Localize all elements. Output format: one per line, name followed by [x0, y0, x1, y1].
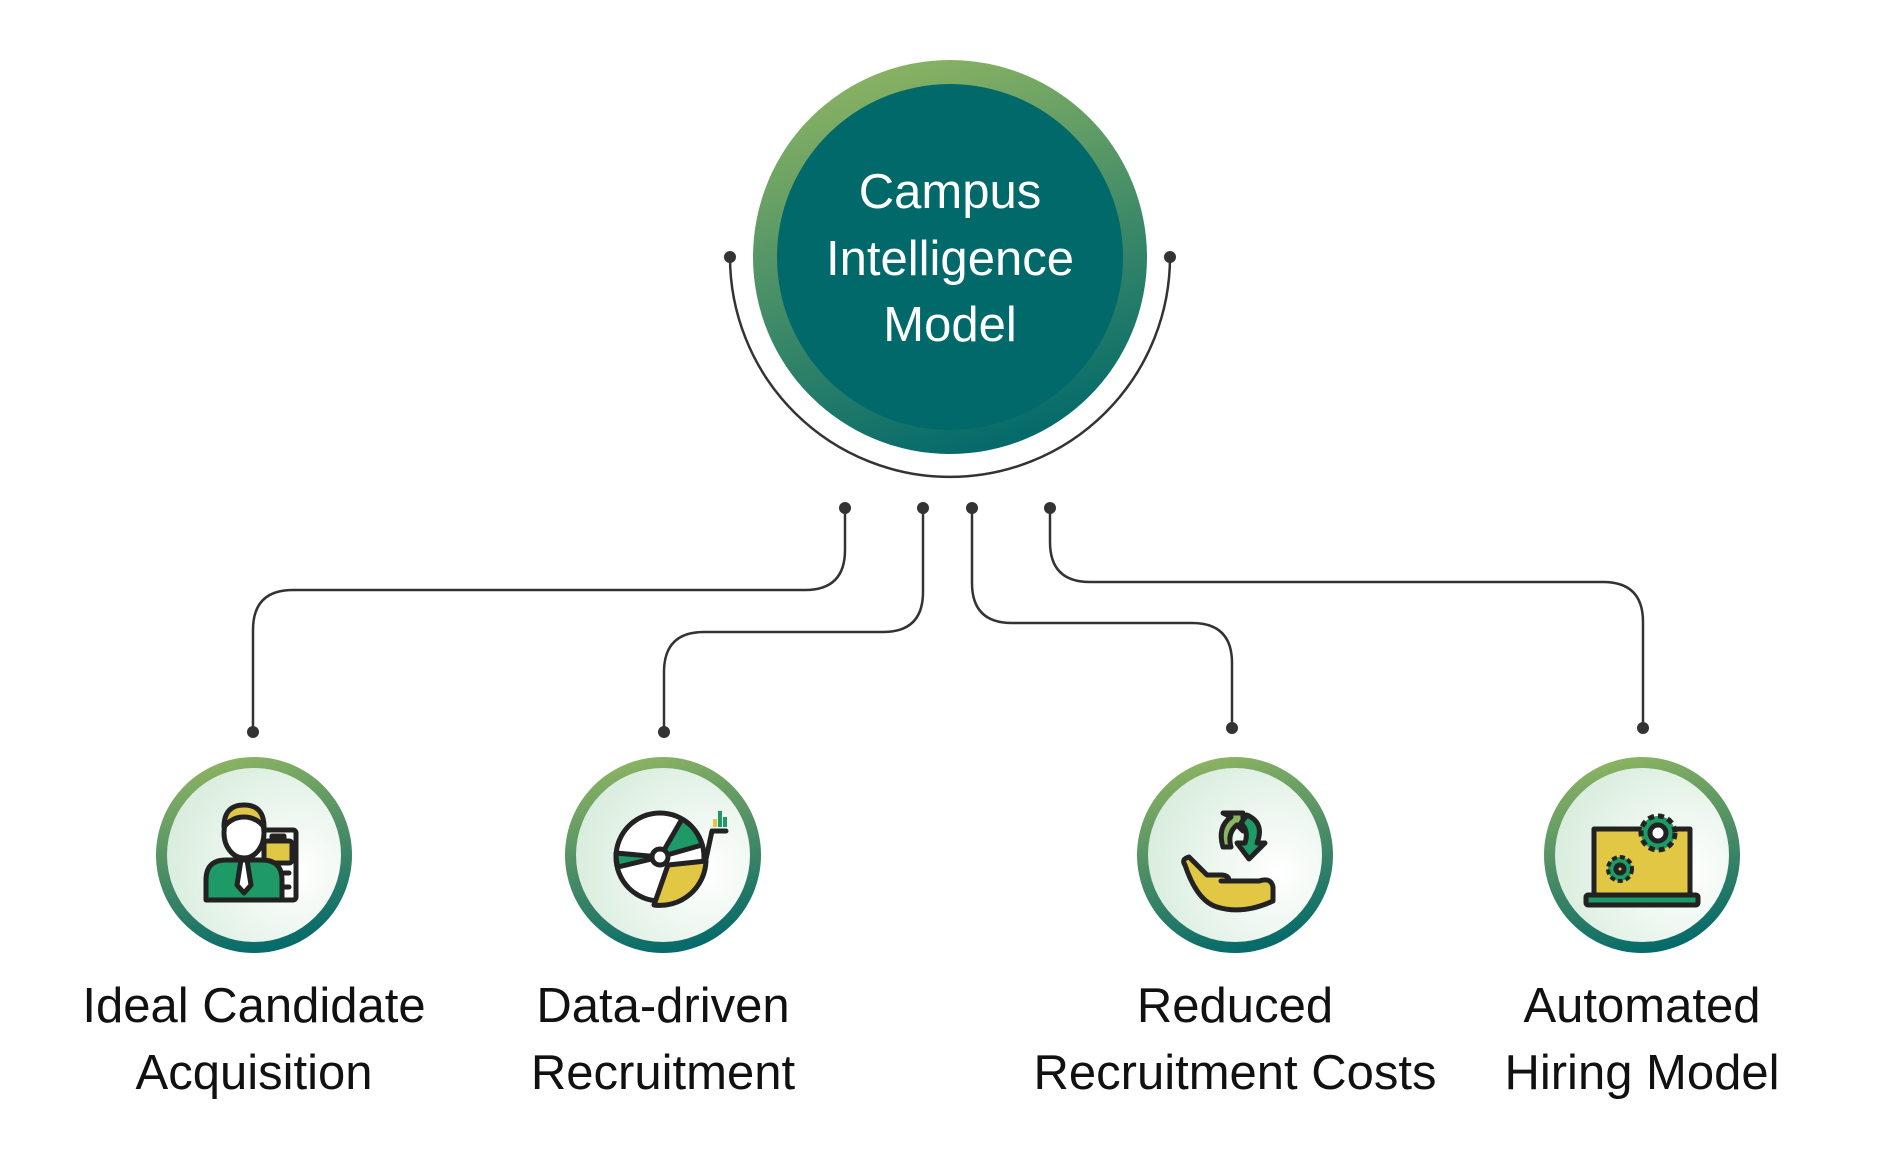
node-label: Hiring Model — [1504, 1046, 1779, 1100]
pie-chart-analytics-icon — [613, 810, 729, 908]
connector-dot — [917, 502, 929, 514]
hand-recycle-savings-icon — [1181, 810, 1276, 913]
connectors — [247, 502, 1649, 738]
connector-dot — [658, 726, 670, 738]
connector-1 — [251, 508, 847, 732]
node-ideal-candidate-acquisition: Ideal Candidate Acquisition — [82, 757, 426, 1100]
node-label: Recruitment Costs — [1033, 1046, 1436, 1100]
connector-2 — [662, 508, 925, 732]
laptop-gears-icon — [1583, 813, 1701, 908]
arc-dot-left — [724, 251, 736, 263]
node-label: Recruitment — [531, 1046, 796, 1100]
center-hub: Campus Intelligence Model — [724, 60, 1176, 479]
connector-dot — [1044, 502, 1056, 514]
connector-dot — [839, 502, 851, 514]
hub-title-line: Intelligence — [826, 232, 1074, 286]
node-label: Automated — [1524, 979, 1761, 1033]
node-label: Reduced — [1137, 979, 1333, 1033]
node-data-driven-recruitment: Data-driven Recruitment — [531, 757, 796, 1100]
connector-dot — [247, 726, 259, 738]
node-label: Data-driven — [536, 979, 789, 1033]
node-label: Ideal Candidate — [82, 979, 425, 1033]
node-inner — [1148, 768, 1322, 942]
node-label: Acquisition — [136, 1046, 373, 1100]
arc-dot-right — [1164, 251, 1176, 263]
hub-arc — [728, 256, 1172, 479]
hub-title-line: Model — [883, 298, 1016, 352]
connector-dot — [966, 502, 978, 514]
connector-dot — [1637, 722, 1649, 734]
node-automated-hiring-model: Automated Hiring Model — [1504, 757, 1780, 1100]
connector-dot — [1226, 722, 1238, 734]
connector-3 — [970, 508, 1234, 728]
hub-title-line: Campus — [859, 165, 1041, 219]
candidate-profile-icon — [203, 802, 299, 903]
connector-4 — [1048, 508, 1645, 728]
node-reduced-recruitment-costs: Reduced Recruitment Costs — [1033, 757, 1437, 1100]
hub-inner-circle — [777, 84, 1123, 430]
